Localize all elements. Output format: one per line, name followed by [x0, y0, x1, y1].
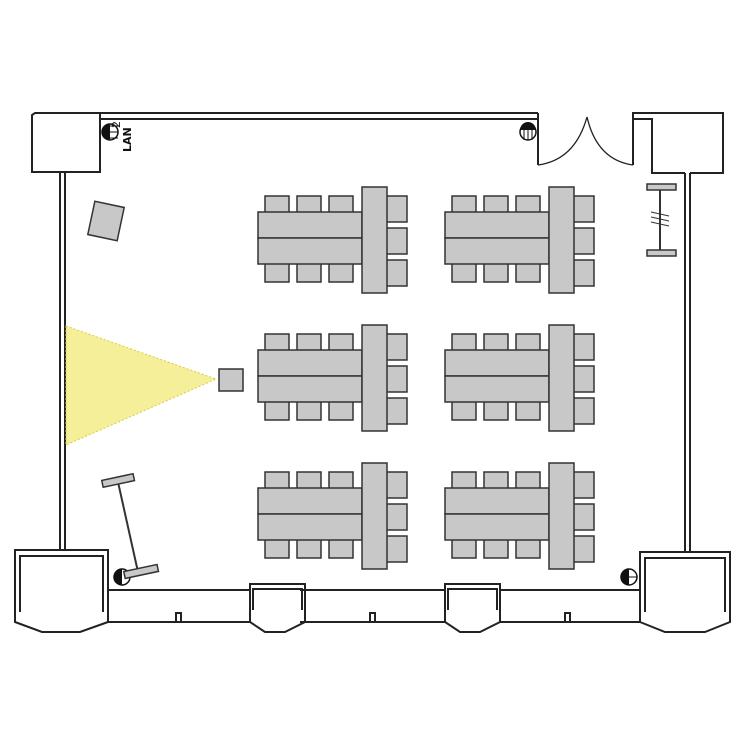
table[interactable] [444, 513, 550, 541]
flipchart-stand[interactable] [646, 183, 677, 257]
chair[interactable] [571, 471, 595, 499]
head-table[interactable] [361, 186, 388, 294]
chair[interactable] [384, 333, 408, 361]
top-left-pier [31, 112, 101, 173]
projection-area [65, 325, 218, 446]
chair[interactable] [384, 259, 408, 287]
table[interactable] [257, 513, 363, 541]
table[interactable] [257, 237, 363, 265]
chair[interactable] [384, 471, 408, 499]
walls [14, 112, 731, 633]
head-table[interactable] [548, 186, 575, 294]
table[interactable] [444, 375, 550, 403]
bottom-wall [108, 589, 640, 623]
table-group [444, 186, 595, 294]
bottom-left-pier [14, 549, 109, 633]
table-group [257, 324, 408, 432]
chair[interactable] [571, 333, 595, 361]
head-table[interactable] [361, 324, 388, 432]
chair[interactable] [384, 397, 408, 425]
projector[interactable] [218, 368, 244, 392]
table[interactable] [444, 211, 550, 239]
bottom-bump-1 [249, 583, 306, 633]
table-group [444, 324, 595, 432]
table[interactable] [444, 349, 550, 377]
table[interactable] [257, 349, 363, 377]
table[interactable] [444, 487, 550, 515]
table-group [257, 462, 408, 570]
double-door[interactable] [537, 116, 634, 166]
chair[interactable] [384, 365, 408, 393]
head-table[interactable] [548, 462, 575, 570]
chair[interactable] [571, 535, 595, 563]
projection-screen[interactable] [100, 472, 160, 580]
chair[interactable] [384, 503, 408, 531]
table-group [257, 186, 408, 294]
side-table[interactable] [86, 200, 126, 242]
bottom-right-pier [639, 551, 731, 633]
chair[interactable] [571, 365, 595, 393]
lan-label: LAN [121, 127, 134, 152]
table[interactable] [257, 487, 363, 515]
head-table[interactable] [548, 324, 575, 432]
chair[interactable] [571, 397, 595, 425]
table[interactable] [444, 237, 550, 265]
head-table[interactable] [361, 462, 388, 570]
top-wall [100, 112, 539, 165]
table-groups [257, 186, 595, 570]
outlet-icon [519, 122, 537, 141]
table[interactable] [257, 211, 363, 239]
bottom-bump-2 [444, 583, 501, 633]
left-wall [59, 172, 66, 550]
chair[interactable] [384, 227, 408, 255]
chair[interactable] [571, 503, 595, 531]
chair[interactable] [571, 259, 595, 287]
lan-outlet-icon [101, 123, 119, 141]
chair[interactable] [571, 195, 595, 223]
table-group [444, 462, 595, 570]
right-wall [684, 173, 691, 552]
chair[interactable] [384, 535, 408, 563]
chair[interactable] [384, 195, 408, 223]
table[interactable] [257, 375, 363, 403]
chair[interactable] [571, 227, 595, 255]
wall-notches [175, 612, 571, 622]
lan-number-label: 2 [110, 121, 123, 128]
top-right-pier [632, 112, 724, 174]
outlet-icon [620, 568, 638, 586]
